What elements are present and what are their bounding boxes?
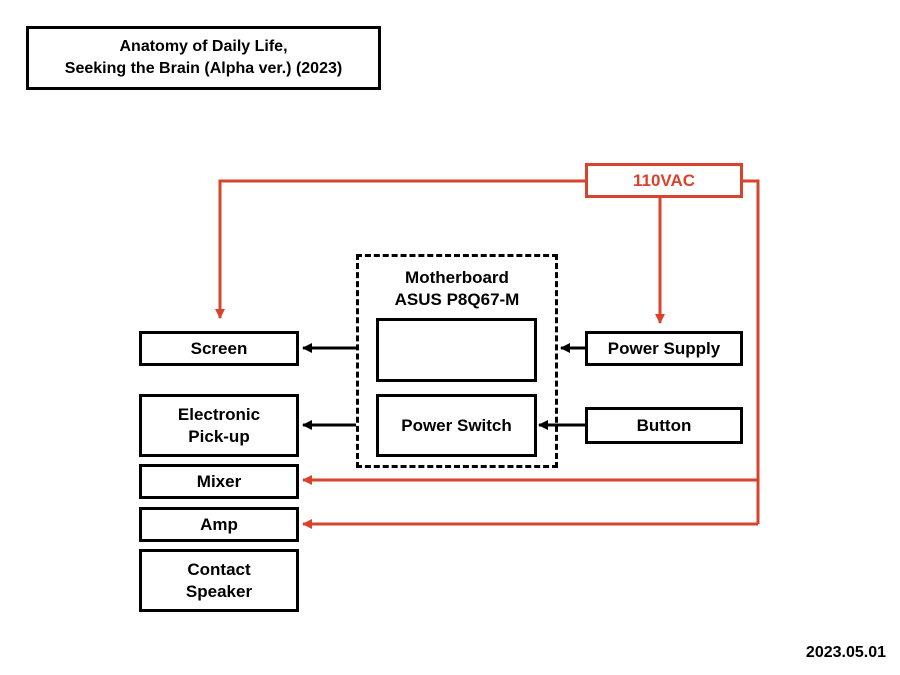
screen-label: Screen xyxy=(190,338,248,358)
motherboard-label: Motherboard ASUS P8Q67-M xyxy=(359,267,555,311)
pickup-line-1: Electronic xyxy=(177,404,261,424)
button-label: Button xyxy=(636,415,692,435)
screen-box: Screen xyxy=(139,331,299,366)
button-box: Button xyxy=(585,407,743,444)
power-switch-box: Power Switch xyxy=(376,394,537,457)
power-source-label: 110VAC xyxy=(632,170,696,190)
speaker-line-1: Contact xyxy=(187,559,251,579)
power-source-box: 110VAC xyxy=(585,163,743,198)
motherboard-empty-slot xyxy=(376,318,537,382)
title-line-1: Anatomy of Daily Life, xyxy=(119,38,288,55)
speaker-line-2: Speaker xyxy=(185,581,253,601)
pickup-line-2: Pick-up xyxy=(188,426,250,446)
power-supply-box: Power Supply xyxy=(585,331,743,366)
amp-box: Amp xyxy=(139,507,299,542)
mixer-box: Mixer xyxy=(139,464,299,499)
power-line-screen xyxy=(215,179,585,319)
contact-speaker-box: Contact Speaker xyxy=(139,549,299,612)
mixer-label: Mixer xyxy=(196,471,242,491)
amp-label: Amp xyxy=(200,514,238,534)
title-box: Anatomy of Daily Life, Seeking the Brain… xyxy=(26,26,381,90)
power-supply-label: Power Supply xyxy=(607,338,721,358)
motherboard-container: Motherboard ASUS P8Q67-M xyxy=(356,254,558,468)
motherboard-name: Motherboard xyxy=(405,268,509,287)
date-label: 2023.05.01 xyxy=(805,644,886,661)
motherboard-model: ASUS P8Q67-M xyxy=(394,290,520,309)
power-switch-label: Power Switch xyxy=(401,415,512,435)
title-line-2: Seeking the Brain (Alpha ver.) (2023) xyxy=(64,60,343,77)
power-line-right-rail xyxy=(743,179,760,524)
electronic-pickup-box: Electronic Pick-up xyxy=(139,394,299,457)
